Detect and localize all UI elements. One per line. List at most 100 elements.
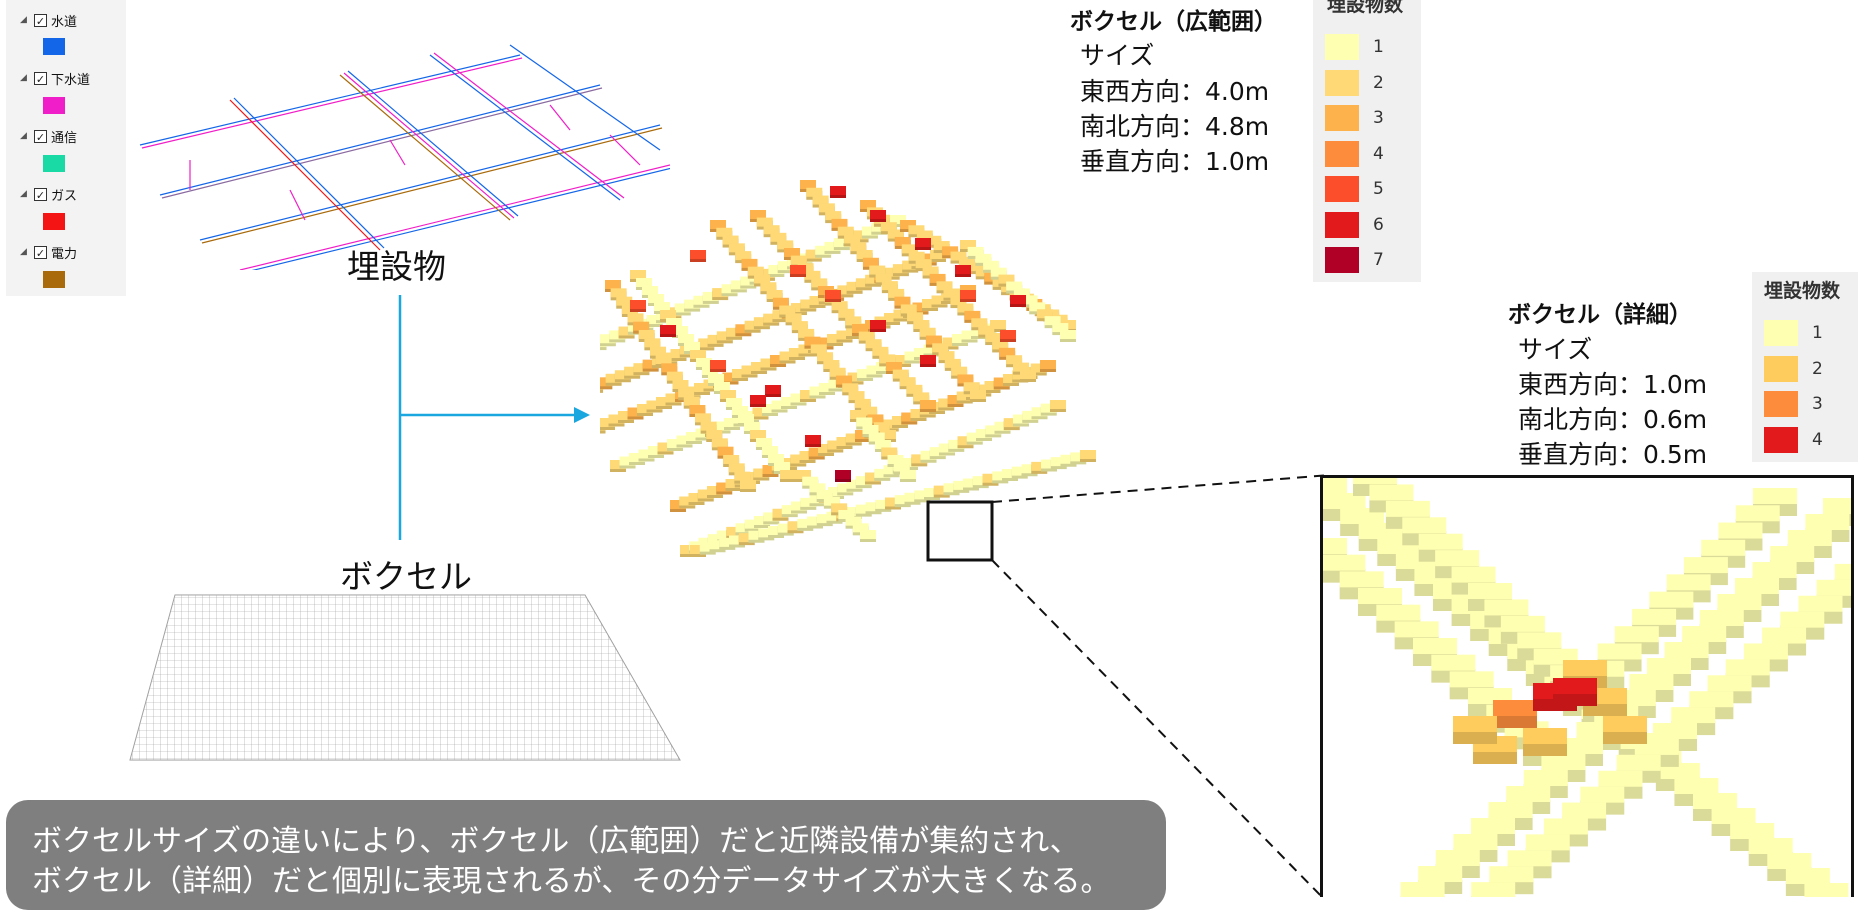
voxel-cell: [1031, 461, 1048, 471]
detail-voxel-cell: [1664, 642, 1709, 658]
detail-voxel-cell: [1701, 539, 1746, 556]
voxel-cell: [816, 490, 833, 499]
voxel-label: ボクセル: [340, 557, 472, 596]
voxel-cell: [697, 489, 714, 499]
voxel-cell: [913, 320, 930, 329]
checkbox-icon[interactable]: ✓: [34, 13, 47, 28]
detail-voxel-side: [1853, 562, 1854, 576]
detail-voxel-cell: [1655, 763, 1700, 779]
layer-row-sewer[interactable]: ◢ ✓ 下水道: [20, 68, 90, 88]
voxel-cell: [1011, 466, 1028, 476]
detail-voxel-cell: [1493, 700, 1537, 716]
voxel-hotspot: [765, 385, 781, 394]
voxel-cell: [831, 301, 848, 311]
layer-label: 通信: [51, 130, 78, 146]
voxel-cell: [850, 410, 866, 419]
expand-triangle-icon[interactable]: ◢: [20, 131, 27, 141]
voxel-cell: [712, 288, 729, 298]
voxel-cell: [802, 476, 819, 486]
detail-voxel-cell: [1689, 691, 1734, 708]
voxel-cell: [871, 222, 888, 232]
voxel-cell: [798, 328, 815, 338]
voxel-cell: [852, 230, 869, 240]
voxel-cell: [800, 390, 816, 399]
detail-voxel-cell: [1683, 557, 1728, 574]
voxel-cell: [732, 369, 748, 378]
detail-voxel-cell: [1489, 866, 1534, 883]
voxel-cell: [865, 274, 882, 284]
checkbox-icon[interactable]: ✓: [34, 129, 47, 144]
layer-row-power[interactable]: ◢ ✓ 電力: [20, 242, 77, 262]
voxel-cell: [766, 290, 783, 299]
layer-row-gas[interactable]: ◢ ✓ ガス: [20, 184, 77, 204]
voxel-cell: [670, 349, 687, 359]
legend-item: 2: [1764, 355, 1823, 382]
voxel-cell: [892, 264, 909, 274]
voxel-cell: [690, 545, 706, 554]
expand-triangle-icon[interactable]: ◢: [20, 189, 27, 199]
checkbox-icon[interactable]: ✓: [34, 71, 47, 86]
pipe-lines: [139, 44, 670, 270]
voxel-cell: [919, 327, 936, 337]
detail-voxel-cell: [1632, 608, 1677, 625]
voxel-cell: [854, 398, 871, 408]
voxel-cell: [720, 390, 736, 399]
legend-swatch: [1764, 391, 1798, 417]
legend-label: 2: [1373, 72, 1384, 93]
layer-label: ガス: [51, 188, 78, 204]
voxel-cell: [836, 330, 853, 340]
voxel-cell: [923, 344, 940, 354]
detail-voxel-cell: [1453, 716, 1497, 732]
voxel-hotspot: [690, 250, 706, 259]
voxel-cell: [683, 396, 700, 406]
detail-voxel-cell: [1543, 818, 1588, 835]
detail-voxel-cell: [1358, 588, 1402, 604]
detail-vert: 垂直方向：0.5m: [1518, 440, 1708, 469]
voxel-cell: [887, 229, 904, 239]
layer-row-telecom[interactable]: ◢ ✓ 通信: [20, 126, 77, 146]
zoom-leaders: [926, 474, 1331, 901]
voxel-cell: [648, 294, 664, 303]
voxel-cell: [920, 450, 937, 460]
legend-item: 1: [1325, 34, 1384, 60]
voxel-cell: [890, 215, 906, 224]
voxel-cell: [716, 227, 733, 237]
voxel-cell: [948, 439, 965, 449]
detail-voxel-cell: [1385, 500, 1430, 517]
legend-label: 6: [1373, 214, 1384, 235]
detail-voxel-side: [1523, 742, 1567, 756]
voxel-hotspot: [920, 355, 936, 364]
voxel-cell: [894, 495, 911, 505]
voxel-cell: [740, 480, 756, 489]
voxel-cell: [907, 312, 924, 322]
voxel-cell: [958, 256, 975, 266]
expand-triangle-icon[interactable]: ◢: [20, 247, 27, 257]
voxel-cell: [875, 499, 892, 509]
expand-triangle-icon[interactable]: ◢: [20, 15, 27, 25]
voxel-cell: [910, 409, 927, 418]
voxel-cell: [799, 451, 816, 460]
layer-swatch-gas: [43, 213, 65, 230]
checkbox-icon[interactable]: ✓: [34, 187, 47, 202]
layer-row-water[interactable]: ◢ ✓ 水道: [20, 10, 77, 30]
voxel-cell: [998, 274, 1015, 284]
voxel-cell: [656, 397, 672, 406]
expand-triangle-icon[interactable]: ◢: [20, 73, 27, 83]
voxel-cell: [657, 442, 674, 452]
legend-label: 3: [1812, 394, 1823, 414]
voxel-cell: [725, 479, 742, 488]
voxel-cell: [666, 318, 682, 327]
caption-note: ボクセルサイズの違いにより、ボクセル（広範囲）だと近隣設備が集約され、 ボクセル…: [6, 800, 1166, 910]
voxel-cell: [856, 417, 873, 427]
voxel-cell: [963, 382, 980, 392]
voxel-cell: [642, 359, 659, 369]
voxel-cell: [857, 369, 873, 378]
voxel-cell: [876, 362, 892, 371]
voxel-cell: [722, 235, 739, 245]
voxel-cell: [901, 412, 918, 422]
voxel-cell: [758, 528, 775, 538]
legend-item: 6: [1325, 211, 1384, 238]
voxel-cell: [679, 496, 696, 506]
detail-voxel-cell: [1798, 595, 1843, 612]
checkbox-icon[interactable]: ✓: [34, 245, 47, 260]
